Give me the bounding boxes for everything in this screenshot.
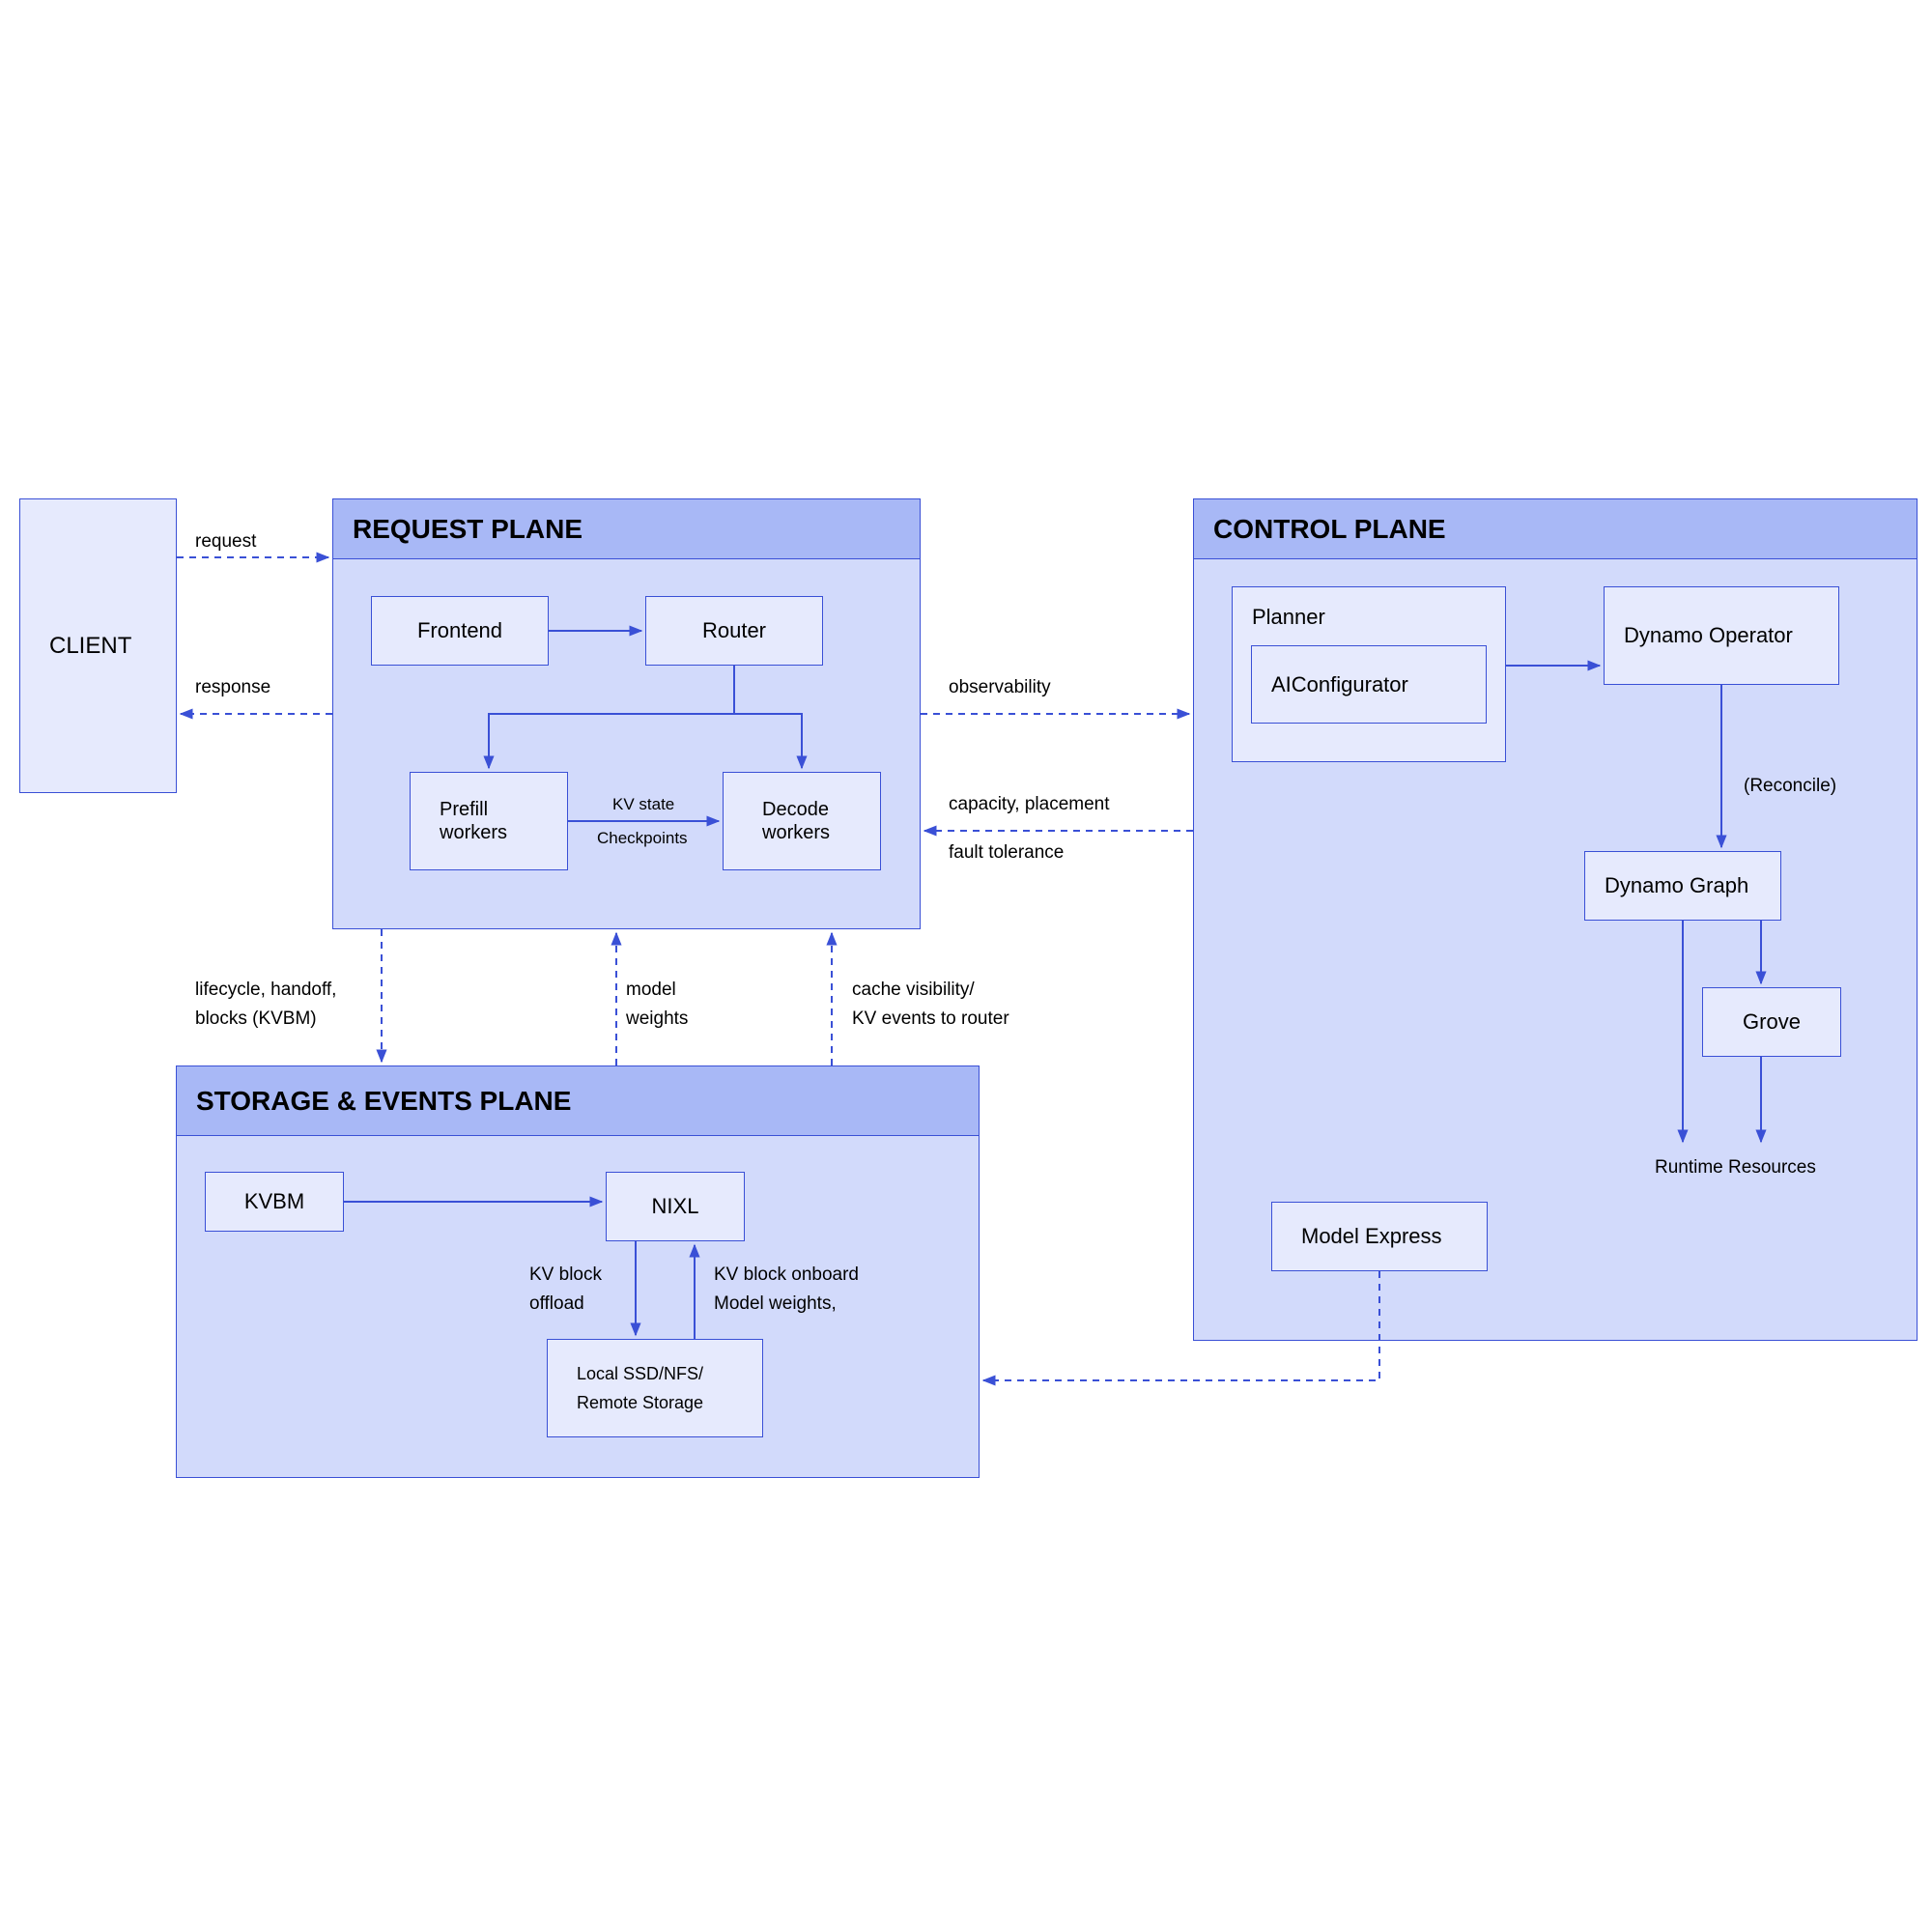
router-box[interactable]: Router (645, 596, 823, 666)
fault-tolerance-label: fault tolerance (949, 842, 1065, 863)
lifecycle-label-1: lifecycle, handoff, (195, 980, 337, 1000)
aiconfigurator-label: AIConfigurator (1271, 671, 1408, 696)
frontend-label: Frontend (416, 618, 503, 642)
client-label: CLIENT (49, 632, 132, 659)
grove-label: Grove (1743, 1009, 1801, 1034)
router-prefill-arrow (483, 666, 735, 770)
lifecycle-label-2: blocks (KVBM) (195, 1009, 317, 1029)
dynamo-graph-label: Dynamo Graph (1605, 873, 1749, 897)
kvbm-label: KVBM (243, 1189, 305, 1213)
prefill-label-2: workers (440, 822, 508, 843)
kv-offload-label: KV block offload (529, 1261, 602, 1319)
dynamo-graph-box[interactable]: Dynamo Graph (1584, 851, 1781, 921)
aiconfigurator-box[interactable]: AIConfigurator (1251, 645, 1487, 724)
observability-label: observability (949, 677, 1051, 697)
decode-label-2: workers (762, 822, 831, 843)
model-express-box[interactable]: Model Express (1271, 1202, 1488, 1271)
control-plane-title: CONTROL PLANE (1194, 499, 1917, 559)
request-plane-title: REQUEST PLANE (333, 499, 920, 559)
kv-state-label: KV state (612, 795, 675, 813)
model-weights-label: model weights (626, 976, 688, 1034)
kv-offload-label-2: offload (529, 1293, 584, 1314)
decode-label-1: Decode (762, 799, 829, 820)
planner-label: Planner (1252, 605, 1325, 629)
reconcile-label: (Reconcile) (1744, 776, 1837, 796)
kv-offload-label-1: KV block (529, 1264, 602, 1285)
client-box[interactable]: CLIENT (19, 498, 177, 793)
nixl-label: NIXL (651, 1194, 699, 1218)
prefill-label-1: Prefill (440, 799, 489, 820)
nixl-box[interactable]: NIXL (606, 1172, 745, 1241)
model-weights-label-2: weights (626, 1009, 689, 1029)
local-storage-label-1: Local SSD/NFS/ (577, 1364, 704, 1383)
checkpoints-label: Checkpoints (597, 829, 688, 847)
kv-onboard-label-2: Model weights, (714, 1293, 837, 1314)
kv-onboard-label-1: KV block onboard (714, 1264, 859, 1285)
runtime-resources-label: Runtime Resources (1655, 1157, 1816, 1178)
request-label: request (195, 531, 257, 552)
capacity-label: capacity, placement (949, 794, 1110, 814)
grove-box[interactable]: Grove (1702, 987, 1841, 1057)
prefill-workers-box[interactable]: Prefill workers (410, 772, 568, 870)
storage-plane-title: STORAGE & EVENTS PLANE (177, 1066, 979, 1136)
model-express-label: Model Express (1301, 1224, 1442, 1248)
cache-visibility-label-2: KV events to router (852, 1009, 1009, 1029)
cache-visibility-label: cache visibility/ KV events to router (852, 976, 1009, 1034)
decode-workers-box[interactable]: Decode workers (723, 772, 881, 870)
model-express-arrow (981, 1271, 1380, 1386)
response-label: response (195, 677, 271, 697)
local-storage-label-2: Remote Storage (577, 1393, 704, 1412)
cache-visibility-label-1: cache visibility/ (852, 980, 975, 1000)
kvbm-box[interactable]: KVBM (205, 1172, 344, 1232)
dynamo-operator-label: Dynamo Operator (1624, 623, 1793, 647)
local-storage-box[interactable]: Local SSD/NFS/ Remote Storage (547, 1339, 763, 1437)
kv-onboard-label: KV block onboard Model weights, (714, 1261, 859, 1319)
model-weights-label-1: model (626, 980, 676, 1000)
router-decode-arrow (734, 713, 808, 770)
frontend-box[interactable]: Frontend (371, 596, 549, 666)
lifecycle-label: lifecycle, handoff, blocks (KVBM) (195, 976, 336, 1034)
router-label: Router (701, 618, 767, 642)
dynamo-operator-box[interactable]: Dynamo Operator (1604, 586, 1839, 685)
